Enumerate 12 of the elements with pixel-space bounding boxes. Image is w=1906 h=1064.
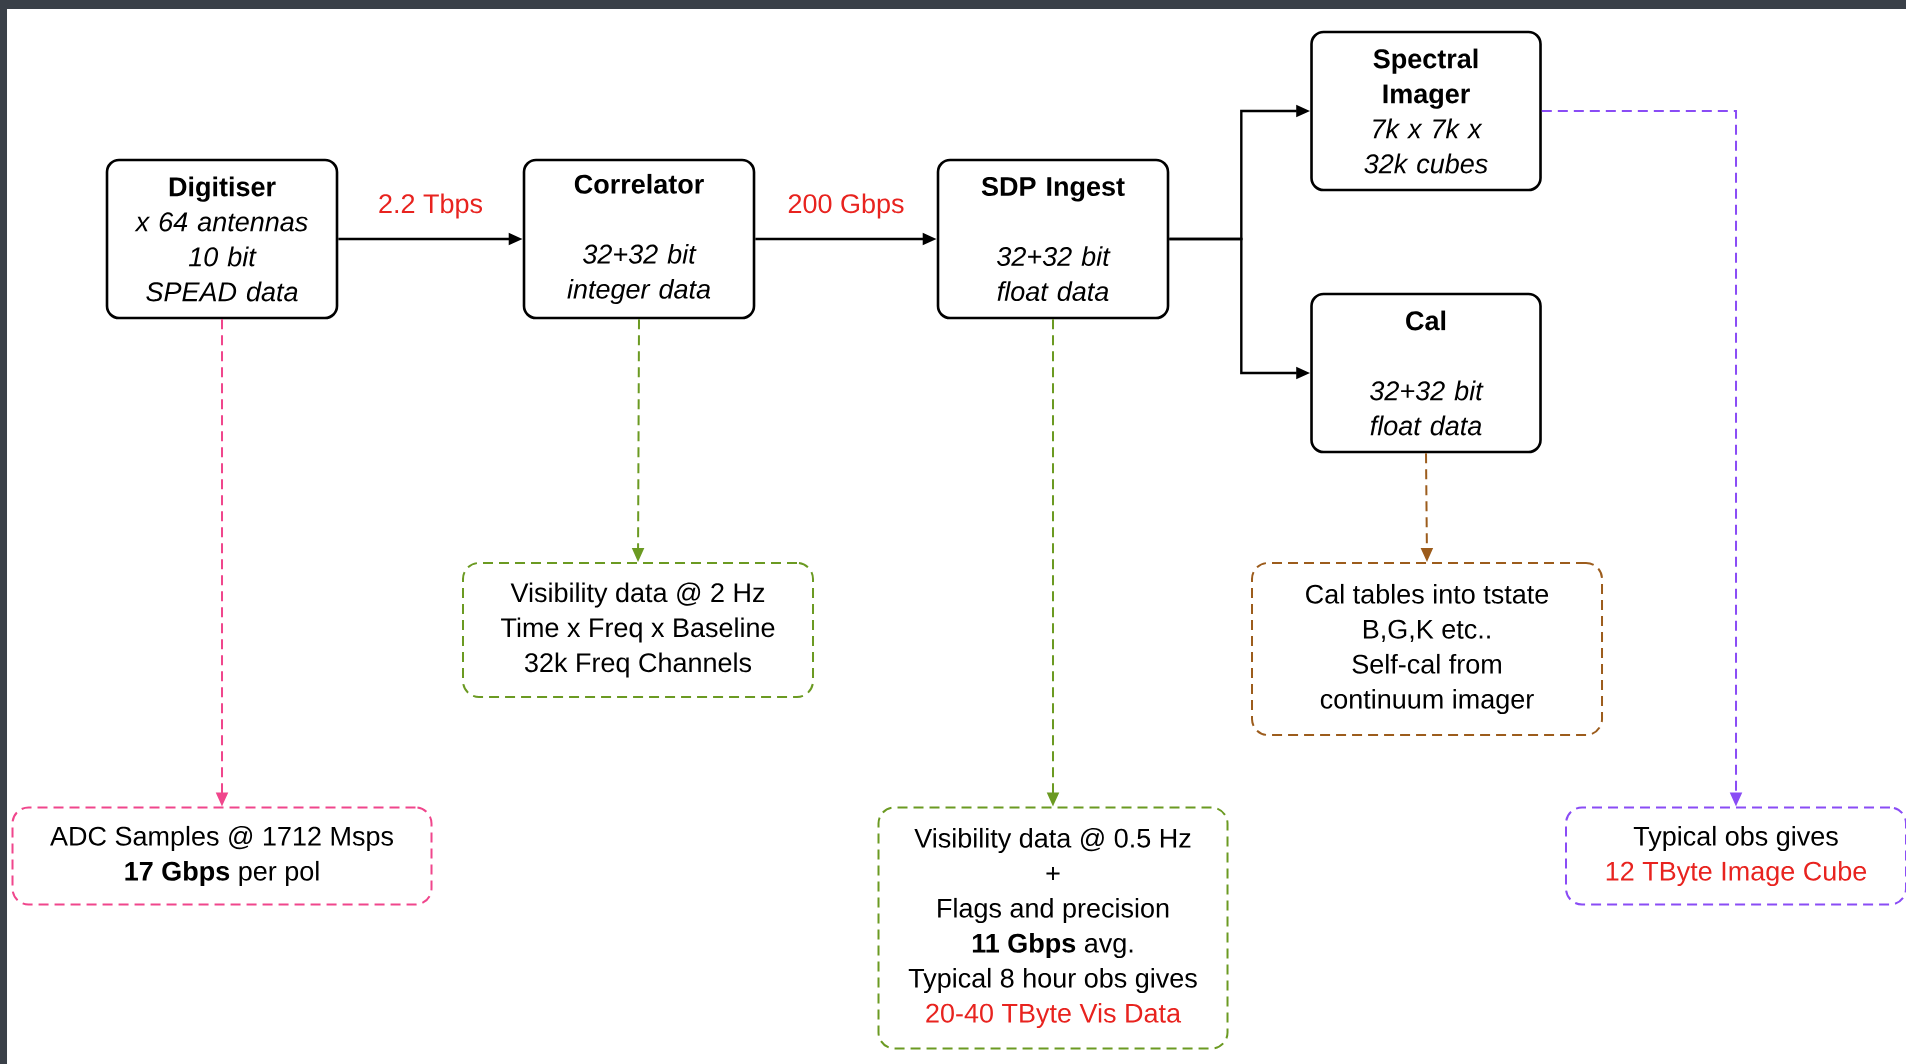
process-box: Correlator 32+32 bit integer data: [522, 158, 756, 320]
output-box: Visibility data @ 2 Hz Time x Freq x Baseline 32k Freq Channels: [462, 562, 814, 698]
edge-label: 2.2 Tbps: [376, 191, 486, 221]
output-box: Visibility data @ 0.5 Hz + Flags and precision 11 Gbps avg. Typical 8 hour obs gives 20-40 TByte Vis Data: [877, 806, 1229, 1050]
process-box: Cal 32+32 bit float data: [1310, 292, 1542, 454]
process-box: Spectral Imager 7k x 7k x 32k cubes: [1310, 30, 1542, 192]
output-box: Cal tables into tstate B,G,K etc.. Self-cal from continuum imager: [1251, 562, 1603, 736]
process-box: SDP Ingest 32+32 bit float data: [936, 158, 1170, 320]
output-box: ADC Samples @ 1712 Msps 17 Gbps per pol: [11, 806, 433, 906]
edge-label: 200 Gbps: [785, 191, 907, 221]
output-box: Typical obs gives 12 TByte Image Cube: [1565, 806, 1906, 906]
process-box: Digitiser x 64 antennas 10 bit SPEAD data: [105, 158, 339, 320]
